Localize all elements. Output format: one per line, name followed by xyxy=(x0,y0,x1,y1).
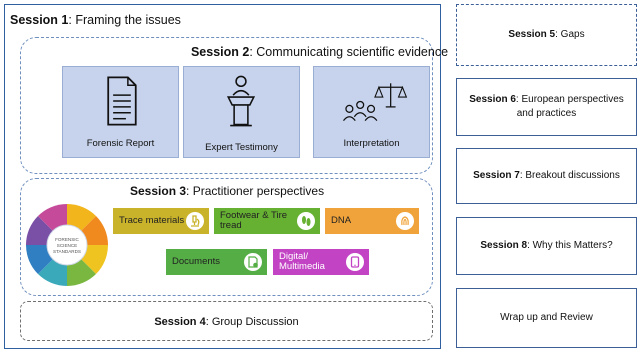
dna-label: DNA xyxy=(331,215,352,226)
session-1-label: Session 1 xyxy=(10,13,69,27)
session-2-text: : Communicating scientific evidence xyxy=(249,45,449,59)
fingerprint-icon xyxy=(396,212,414,230)
session-2-frame xyxy=(20,37,433,174)
expert-testimony-card: Expert Testimony xyxy=(183,66,300,158)
wheel-center-line-3: STANDARDS xyxy=(53,249,81,254)
document-check-icon xyxy=(244,253,262,271)
session-4-title: Session 4: Group Discussion xyxy=(0,316,453,328)
session-5-text: : Gaps xyxy=(555,29,585,40)
session-4-text: : Group Discussion xyxy=(205,316,299,328)
session-6-box: Session 6: European perspectives and pra… xyxy=(456,78,637,136)
session-8-text: : Why this Matters? xyxy=(527,240,613,251)
session-3-label: Session 3 xyxy=(130,184,187,198)
session-5-label: Session 5 xyxy=(508,29,556,40)
forensic-standards-wheel: FORENSIC SCIENCE STANDARDS xyxy=(25,204,108,286)
session-1-title: Session 1: Framing the issues xyxy=(10,13,181,27)
trace-materials-pill: Trace materials xyxy=(113,208,209,234)
podium-icon xyxy=(226,75,256,127)
interpretation-card: Interpretation xyxy=(313,66,430,158)
documents-label: Documents xyxy=(172,256,221,267)
session-5-box: Session 5: Gaps xyxy=(456,4,637,66)
session-4-frame xyxy=(20,301,433,341)
session-7-box: Session 7: Breakout discussions xyxy=(456,148,637,204)
session-8-label: Session 8 xyxy=(480,240,528,251)
forensic-report-card: Forensic Report xyxy=(62,66,179,158)
forensic-report-label: Forensic Report xyxy=(86,138,155,149)
trace-materials-label: Trace materials xyxy=(119,215,185,226)
digital-multimedia-pill: Digital/ Multimedia xyxy=(273,249,369,275)
session-4-label: Session 4 xyxy=(154,316,206,328)
session-1-text: : Framing the issues xyxy=(68,13,181,27)
session-2-title: Session 2: Communicating scientific evid… xyxy=(0,45,639,59)
session-7-text: : Breakout discussions xyxy=(519,170,620,181)
documents-pill: Documents xyxy=(166,249,267,275)
footprint-icon xyxy=(297,212,315,230)
digital-multimedia-label: Digital/ Multimedia xyxy=(279,251,325,272)
session-7-label: Session 7 xyxy=(473,170,520,181)
interpretation-label: Interpretation xyxy=(343,138,400,149)
wheel-center-line-1: FORENSIC xyxy=(55,237,79,242)
wheel-center-line-2: SCIENCE xyxy=(57,243,77,248)
session-3-text: : Practitioner perspectives xyxy=(186,184,325,198)
expert-testimony-label: Expert Testimony xyxy=(205,142,278,153)
session-6-label: Session 6 xyxy=(469,94,516,105)
session-3-frame xyxy=(20,178,433,296)
microscope-icon xyxy=(186,212,204,230)
session-2-label: Session 2 xyxy=(190,45,250,59)
tablet-icon xyxy=(346,253,364,271)
footwear-pill: Footwear & Tire tread xyxy=(214,208,320,234)
session-8-box: Session 8: Why this Matters? xyxy=(456,217,637,275)
wrap-up-box: Wrap up and Review xyxy=(456,288,637,348)
wrap-up-text: Wrap up and Review xyxy=(500,312,593,323)
dna-pill: DNA xyxy=(325,208,419,234)
footwear-label: Footwear & Tire tread xyxy=(220,210,288,231)
document-icon xyxy=(107,76,137,126)
session-3-title: Session 3: Practitioner perspectives xyxy=(130,184,324,198)
session-6-text: : European perspectives and practices xyxy=(515,94,624,119)
people-scales-icon xyxy=(342,83,408,122)
